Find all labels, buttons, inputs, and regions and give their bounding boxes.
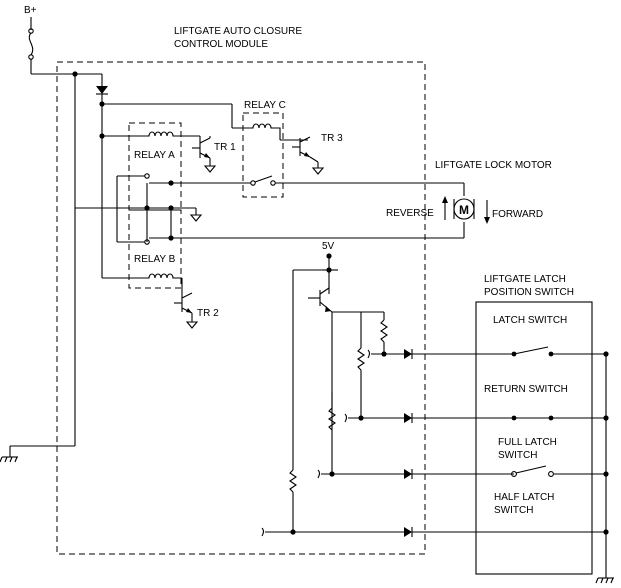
lock-motor: LIFTGATE LOCK MOTOR M REVERSE FORWARD: [386, 160, 552, 224]
module-title-line1: LIFTGATE AUTO CLOSURE: [174, 26, 302, 37]
relay-b-coil-icon: [145, 273, 182, 279]
transistor-tr3: TR 3: [280, 133, 343, 175]
lock-motor-label: LIFTGATE LOCK MOTOR: [435, 160, 552, 171]
transistor-tr2: TR 2: [174, 292, 219, 329]
return-switch-label: RETURN SWITCH: [484, 384, 568, 395]
latch-switch-contact: [513, 346, 549, 355]
diode-icon-return: [404, 413, 412, 423]
resistor-icon-return: [357, 347, 365, 371]
power-supply: B+: [24, 5, 102, 77]
power-label: B+: [24, 5, 37, 16]
full-latch-switch-contact: [515, 465, 547, 474]
module-title-line2: CONTROL MODULE: [174, 39, 268, 50]
tr1-ground-icon: [203, 165, 217, 173]
resistor-icon-full: [328, 407, 336, 431]
latch-position-switch: LIFTGATE LATCH POSITION SWITCH LATCH SWI…: [475, 274, 614, 584]
motor-symbol: M: [459, 203, 469, 217]
diode-icon-latch: [404, 349, 412, 359]
latch-switch-title-line2: POSITION SWITCH: [484, 287, 574, 298]
latch-switch-housing: [475, 301, 593, 575]
motor-drive-wiring: [170, 182, 465, 239]
half-latch-label-line2: SWITCH: [494, 505, 533, 516]
relay-c-coil-icon: [250, 123, 281, 140]
tr3-label: TR 3: [321, 133, 343, 144]
relay-c: RELAY C: [242, 100, 286, 198]
relay-b-label: RELAY B: [134, 254, 176, 265]
relay-b-box: [128, 209, 182, 289]
latch-switch-title-line1: LIFTGATE LATCH: [484, 274, 566, 285]
tr1-label: TR 1: [214, 142, 236, 153]
forward-label: FORWARD: [492, 209, 543, 220]
relay-c-box: [242, 112, 284, 198]
diode-icon: [96, 86, 108, 94]
relay-a-coil-icon: [145, 131, 182, 137]
relay-c-label: RELAY C: [244, 100, 286, 111]
transistor-tr1: TR 1: [192, 136, 236, 173]
module-internal-wiring: [0, 74, 250, 463]
tr3-ground-icon: [311, 167, 325, 175]
tr2-label: TR 2: [197, 308, 219, 319]
diode-icon-half: [404, 527, 412, 537]
full-latch-label-line2: SWITCH: [498, 450, 537, 461]
sensing-circuit: 5V: [261, 241, 606, 537]
resistor-icon-latch: [380, 319, 388, 343]
contact-ground-icon: [189, 214, 203, 222]
full-latch-label-line1: FULL LATCH: [498, 437, 557, 448]
reverse-label: REVERSE: [386, 208, 434, 219]
tr2-ground-icon: [185, 321, 199, 329]
half-latch-label-line1: HALF LATCH: [494, 492, 554, 503]
resistor-icon: [289, 469, 297, 493]
control-module-boundary: [56, 61, 426, 555]
relay-a-label: RELAY A: [134, 150, 175, 161]
relay-b: RELAY B: [116, 183, 183, 294]
latch-switch-label: LATCH SWITCH: [493, 315, 567, 326]
five-volt-label: 5V: [322, 241, 335, 252]
diode-icon-full: [404, 469, 412, 479]
fuse-icon: [28, 32, 34, 56]
fuse-terminal-bottom: [28, 54, 34, 60]
